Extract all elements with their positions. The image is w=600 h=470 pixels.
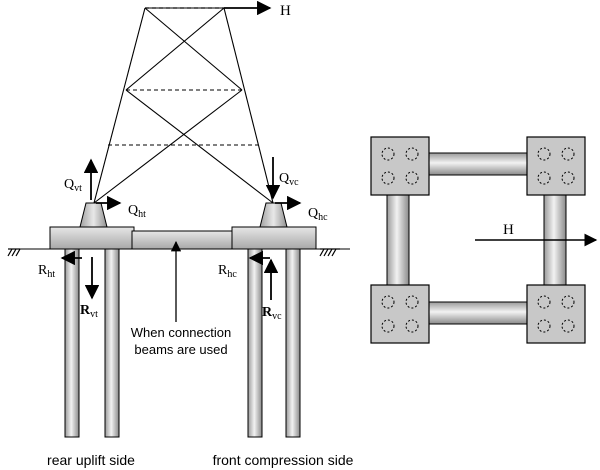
- r-vc-label: Rvc: [262, 305, 282, 322]
- plan-pile-cap-bottom-right: [526, 284, 586, 344]
- tower-lattice: [93, 7, 274, 204]
- connection-beam: [131, 230, 235, 250]
- r-hc-label: Rhc: [218, 263, 237, 280]
- q-ht-label: Qht: [128, 203, 146, 220]
- r-vt-label: Rvt: [80, 303, 98, 320]
- plan-pile-cap-bottom-left: [370, 284, 430, 344]
- foundation-plan-view: H: [370, 136, 598, 344]
- ground-hatch-right: [319, 248, 340, 257]
- beam-note-line-2: beams are used: [134, 342, 227, 357]
- pile-front-right: [285, 244, 301, 438]
- pile-rear-left: [64, 244, 80, 438]
- plan-load-label: H: [503, 222, 514, 238]
- plan-beam-top: [424, 152, 534, 176]
- caption-front-compression: front compression side: [213, 452, 354, 468]
- plan-pile-cap-top-left: [370, 136, 430, 196]
- footing-rear: [49, 226, 135, 250]
- caption-rear-uplift: rear uplift side: [47, 452, 135, 468]
- beam-note-line-1: When connection: [131, 325, 231, 340]
- tower-foundation-side-view: H Qvt Qht Qvc Qhc Rht Rvt Rhc Rvc When c…: [7, 0, 354, 468]
- pedestal-rear: [79, 202, 108, 228]
- plan-beam-right: [543, 187, 567, 291]
- ground-hatch-left: [7, 248, 21, 257]
- tower-load-label: H: [280, 3, 291, 19]
- plan-beam-left: [386, 187, 410, 291]
- r-ht-label: Rht: [38, 263, 55, 280]
- pedestal-front: [259, 202, 288, 228]
- pile-rear-right: [104, 244, 120, 438]
- pile-front-left: [247, 244, 263, 438]
- q-hc-label: Qhc: [308, 206, 328, 223]
- q-vt-label: Qvt: [64, 177, 82, 194]
- plan-beam-bottom: [424, 301, 534, 325]
- footing-front: [231, 226, 317, 250]
- plan-pile-cap-top-right: [526, 136, 586, 196]
- q-vc-label: Qvc: [279, 171, 299, 188]
